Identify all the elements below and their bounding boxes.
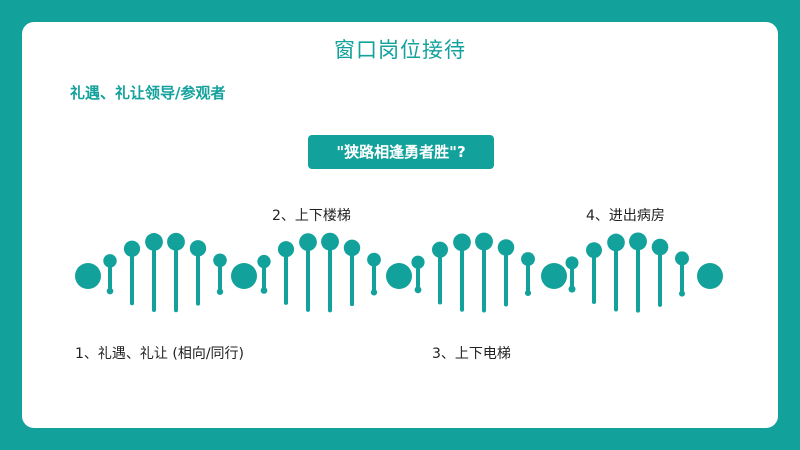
helix-bead xyxy=(636,309,640,312)
helix-bead xyxy=(565,256,579,270)
helix-bead xyxy=(174,309,178,312)
slide-card xyxy=(22,22,778,428)
helix-bead xyxy=(411,255,425,269)
helix-bead xyxy=(123,240,141,257)
helix-bead xyxy=(414,286,422,294)
helix-bead xyxy=(145,233,163,251)
helix-bead xyxy=(614,308,618,311)
helix-bead xyxy=(568,285,576,293)
helix-bead xyxy=(607,233,625,252)
helix-bead xyxy=(679,290,685,297)
helix-bead xyxy=(524,289,532,297)
helix-bead xyxy=(321,232,339,251)
helix-bead xyxy=(460,308,464,311)
helix-node xyxy=(75,263,101,289)
helix-bead xyxy=(591,299,597,304)
helix-bead xyxy=(370,289,378,296)
step-label-2: 2、上下楼梯 xyxy=(272,208,351,224)
helix-bead xyxy=(257,254,271,269)
helix-bead xyxy=(497,239,515,256)
helix-bead xyxy=(438,300,442,305)
helix-bead xyxy=(367,252,381,267)
helix-bead xyxy=(328,309,332,312)
helix-bead xyxy=(343,239,361,257)
subtitle: 礼遇、礼让领导/参观者 xyxy=(70,84,226,102)
helix-bead xyxy=(152,308,156,312)
helix-bead xyxy=(103,254,117,268)
helix-bead xyxy=(216,288,224,295)
helix-bead xyxy=(189,240,207,257)
helix-bead xyxy=(674,251,690,266)
helix-bead xyxy=(475,232,493,251)
helix-node xyxy=(541,263,567,289)
helix-bead xyxy=(629,232,647,251)
helix-node xyxy=(697,263,723,289)
helix-bead xyxy=(277,241,295,258)
helix-bead xyxy=(284,300,288,305)
helix-bead xyxy=(106,287,114,295)
helix-bead xyxy=(167,232,185,251)
helix-bead xyxy=(521,252,535,266)
step-label-3: 3、上下电梯 xyxy=(432,346,511,362)
helix-bead xyxy=(482,309,486,312)
question-badge: "狭路相逢勇者胜"? xyxy=(308,135,494,169)
helix-bead xyxy=(431,241,449,258)
step-label-4: 4、进出病房 xyxy=(586,208,665,224)
helix-bead xyxy=(299,233,317,251)
helix-node xyxy=(386,263,412,289)
helix-bead xyxy=(306,308,310,312)
helix-bead xyxy=(260,287,268,294)
helix-bead xyxy=(658,303,662,307)
step-label-1: 1、礼遇、礼让 (相向/同行) xyxy=(75,346,244,362)
page-title: 窗口岗位接待 xyxy=(334,38,466,62)
helix-bead xyxy=(350,302,354,306)
helix-bead xyxy=(196,301,200,306)
helix-bead xyxy=(504,302,508,307)
helix-bead xyxy=(213,253,227,268)
helix-bead xyxy=(130,301,134,306)
helix-bead xyxy=(586,242,602,259)
helix-bead xyxy=(651,238,669,256)
helix-node xyxy=(231,263,257,289)
helix-bead xyxy=(453,233,471,252)
